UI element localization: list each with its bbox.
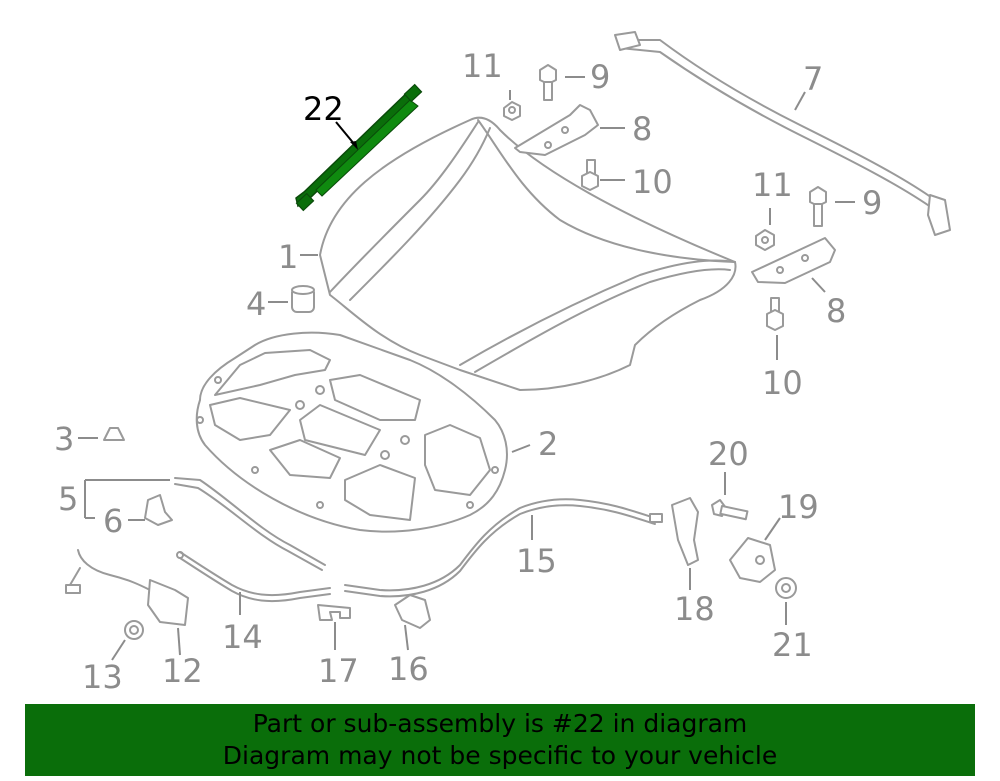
hood-strut-part-22[interactable] <box>295 83 423 212</box>
nut-part-13[interactable] <box>124 620 144 640</box>
hood-hinge-part-8-right[interactable] <box>751 237 836 284</box>
bolt-part-9-right[interactable] <box>809 186 827 227</box>
callout-10[interactable]: 10 <box>632 163 673 201</box>
callout-20[interactable]: 20 <box>708 435 749 473</box>
nut-part-21[interactable] <box>775 577 797 599</box>
callout-5[interactable]: 5 <box>58 480 78 518</box>
callout-16[interactable]: 16 <box>388 650 429 688</box>
callout-9[interactable]: 9 <box>862 184 882 222</box>
callout-21[interactable]: 21 <box>772 626 813 664</box>
callout-13[interactable]: 13 <box>82 658 123 696</box>
nut-part-11-right[interactable] <box>755 229 775 251</box>
bolt-part-9-left[interactable] <box>539 64 557 101</box>
callout-14[interactable]: 14 <box>222 618 263 656</box>
clip-part-3[interactable] <box>103 427 125 441</box>
bolt-part-20[interactable] <box>711 499 749 521</box>
latch-part-18[interactable] <box>671 497 699 566</box>
latch-part-19[interactable] <box>729 537 776 583</box>
bolt-part-10-left[interactable] <box>581 159 599 191</box>
callout-labels: 22 11 9 8 10 7 11 9 8 10 1 4 3 2 5 6 20 … <box>54 47 882 696</box>
callout-17[interactable]: 17 <box>318 652 359 690</box>
callout-4[interactable]: 4 <box>246 285 266 323</box>
bolt-part-10-right[interactable] <box>766 297 784 331</box>
cable-part-14[interactable] <box>176 551 331 603</box>
hood-hinge-part-8-left[interactable] <box>514 104 599 156</box>
nut-part-11-left[interactable] <box>503 101 521 121</box>
release-cable-part-5[interactable] <box>174 477 326 571</box>
bracket-part-12[interactable] <box>65 549 189 626</box>
callout-1[interactable]: 1 <box>278 238 298 276</box>
weatherstrip-part-7[interactable] <box>614 31 951 236</box>
callout-15[interactable]: 15 <box>516 542 557 580</box>
callout-8[interactable]: 8 <box>632 110 652 148</box>
callout-11[interactable]: 11 <box>462 47 503 85</box>
banner-line-2: Diagram may not be specific to your vehi… <box>222 741 778 770</box>
callout-12[interactable]: 12 <box>162 652 203 690</box>
clip-part-17[interactable] <box>317 604 351 621</box>
bracket-part-16[interactable] <box>394 594 431 629</box>
callout-6[interactable]: 6 <box>103 502 123 540</box>
banner-line-1: Part or sub-assembly is #22 in diagram <box>252 709 748 738</box>
callout-22[interactable]: 22 <box>303 90 344 128</box>
bumper-part-4[interactable] <box>291 285 315 313</box>
cable-part-15[interactable] <box>344 498 663 598</box>
callout-18[interactable]: 18 <box>674 590 715 628</box>
callout-10[interactable]: 10 <box>762 364 803 402</box>
hood-insulator-part-2[interactable] <box>195 331 508 533</box>
callout-19[interactable]: 19 <box>778 488 819 526</box>
callout-2[interactable]: 2 <box>538 425 558 463</box>
callout-3[interactable]: 3 <box>54 420 74 458</box>
info-banner: Part or sub-assembly is #22 in diagram D… <box>25 704 975 776</box>
callout-9[interactable]: 9 <box>590 58 610 96</box>
hood-part-1[interactable] <box>319 116 737 391</box>
callout-7[interactable]: 7 <box>803 60 823 98</box>
callout-11[interactable]: 11 <box>752 166 793 204</box>
callout-8[interactable]: 8 <box>826 292 846 330</box>
leader-lines <box>78 76 855 661</box>
release-handle-part-6[interactable] <box>144 494 173 526</box>
